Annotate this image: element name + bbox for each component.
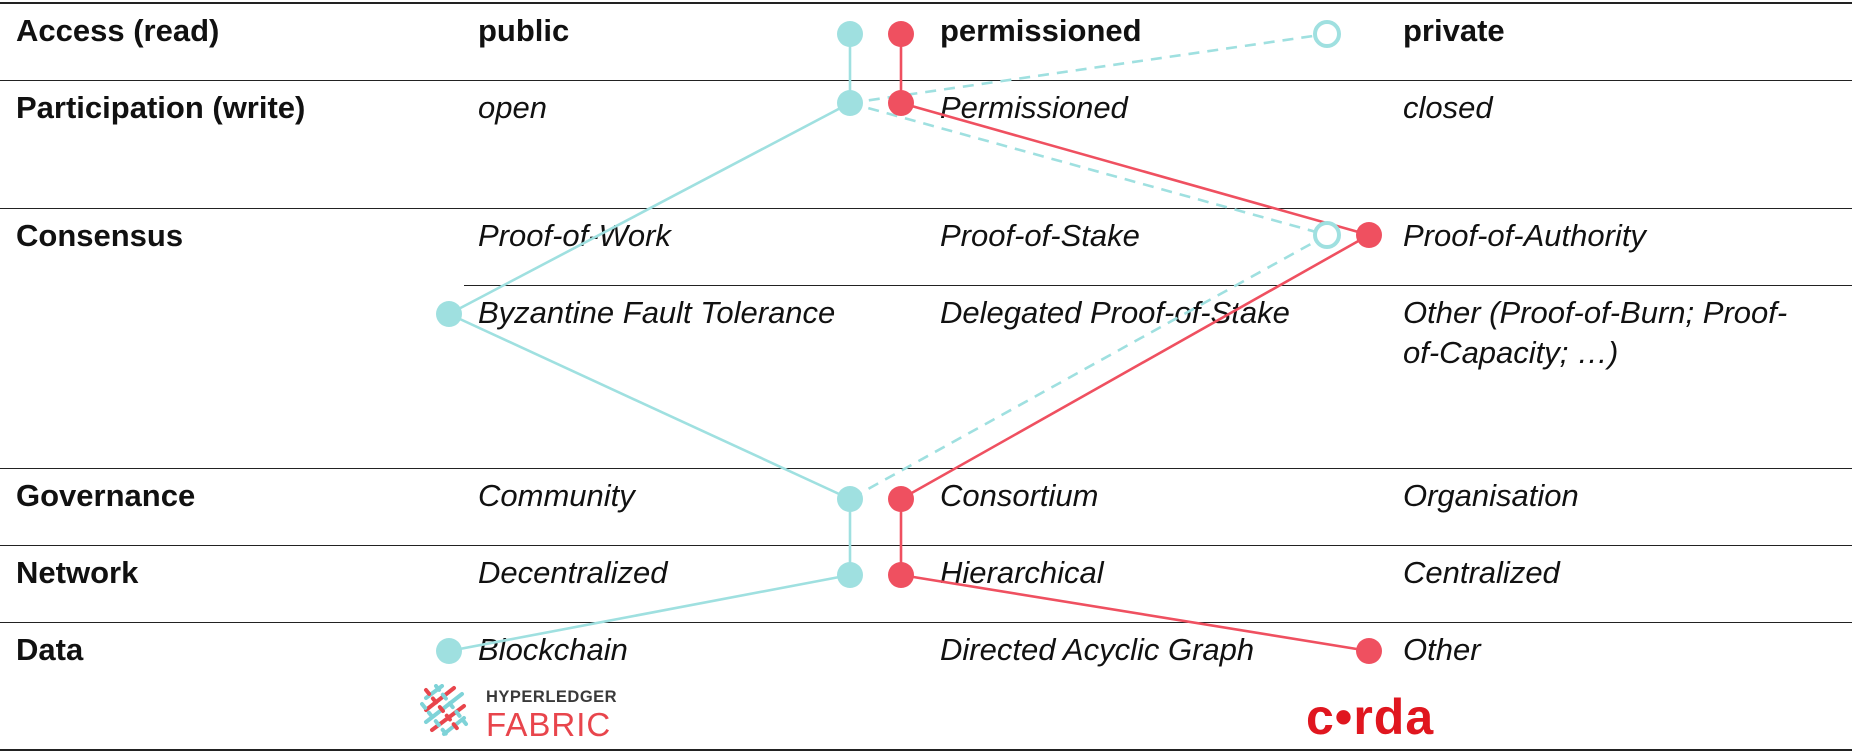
option-access-public: public <box>478 13 570 48</box>
fabric-segment <box>448 573 851 653</box>
option-network-hierarchical: Hierarchical <box>940 555 1104 590</box>
option-consensus-pos: Proof-of-Stake <box>940 218 1140 253</box>
option-participation-closed: closed <box>1403 90 1493 125</box>
option-access-private: private <box>1403 13 1505 48</box>
option-consensus-bft: Byzantine Fault Tolerance <box>478 295 836 330</box>
option-network-decentralized: Decentralized <box>478 555 668 590</box>
fabric-path <box>448 34 852 653</box>
top-rule <box>0 2 1852 4</box>
option-participation-permissioned: Permissioned <box>940 90 1128 125</box>
corda-segment <box>900 233 1370 501</box>
corda-node-access-permissioned <box>888 21 914 47</box>
row-label-governance: Governance <box>16 478 196 513</box>
hyperledger-fabric-logo: HYPERLEDGER FABRIC <box>420 684 617 742</box>
fabric-alt-node-consensus-poa <box>1313 221 1341 249</box>
rule-after-access <box>0 80 1852 81</box>
option-governance-consortium: Consortium <box>940 478 1099 513</box>
option-governance-community: Community <box>478 478 635 513</box>
option-consensus-poa: Proof-of-Authority <box>1403 218 1646 253</box>
fabric-markers <box>436 21 863 664</box>
corda-node-data-other <box>1356 638 1382 664</box>
fabric-segment <box>448 101 851 316</box>
fabric-node-governance-consortium <box>837 486 863 512</box>
fabric-alt-segment <box>849 233 1328 501</box>
fabric-alt-markers <box>1313 20 1341 249</box>
corda-path <box>899 34 1370 653</box>
bottom-rule <box>0 749 1852 751</box>
row-label-consensus: Consensus <box>16 218 184 253</box>
corda-segment <box>900 101 1370 237</box>
rule-after-network <box>0 622 1852 623</box>
corda-node-network-hierarchical <box>888 562 914 588</box>
option-consensus-other: Other (Proof-of-Burn; Proof-of-Capacity;… <box>1403 295 1788 370</box>
rule-after-consensus <box>0 468 1852 469</box>
corda-wordmark: c•rda <box>1306 689 1434 745</box>
option-access-permissioned: permissioned <box>940 13 1142 48</box>
fabric-segment <box>448 312 851 501</box>
fabric-node-data-blockchain <box>436 638 462 664</box>
rule-after-participation <box>0 208 1852 209</box>
option-data-dag: Directed Acyclic Graph <box>940 632 1255 667</box>
fabric-alt-node-access-private <box>1313 20 1341 48</box>
row-label-network: Network <box>16 555 139 590</box>
corda-node-governance-consortium <box>888 486 914 512</box>
fabric-node-network-hierarchical <box>837 562 863 588</box>
option-data-blockchain: Blockchain <box>478 632 628 667</box>
corda-node-participation-permissioned <box>888 90 914 116</box>
fabric-wordmark: FABRIC <box>486 706 611 742</box>
corda-node-consensus-poa <box>1356 222 1382 248</box>
fabric-alt-path <box>849 32 1328 501</box>
corda-markers <box>888 21 1382 664</box>
fabric-alt-segment <box>849 101 1328 237</box>
fabric-node-access-permissioned <box>837 21 863 47</box>
row-label-participation: Participation (write) <box>16 90 306 125</box>
option-governance-organisation: Organisation <box>1403 478 1579 513</box>
rule-consensus-split <box>464 285 1852 286</box>
corda-logo: c•rda <box>1306 689 1434 745</box>
option-network-centralized: Centralized <box>1403 555 1560 590</box>
fabric-node-participation-permissioned <box>837 90 863 116</box>
option-data-other: Other <box>1403 632 1481 667</box>
rule-after-governance <box>0 545 1852 546</box>
corda-segment <box>900 573 1370 653</box>
row-label-access: Access (read) <box>16 13 220 48</box>
fabric-alt-segment <box>849 32 1328 105</box>
option-participation-open: open <box>478 90 547 125</box>
fabric-node-consensus-bft <box>436 301 462 327</box>
row-label-data: Data <box>16 632 84 667</box>
hyperledger-icon <box>420 684 468 736</box>
hyperledger-wordmark: HYPERLEDGER <box>486 688 617 706</box>
